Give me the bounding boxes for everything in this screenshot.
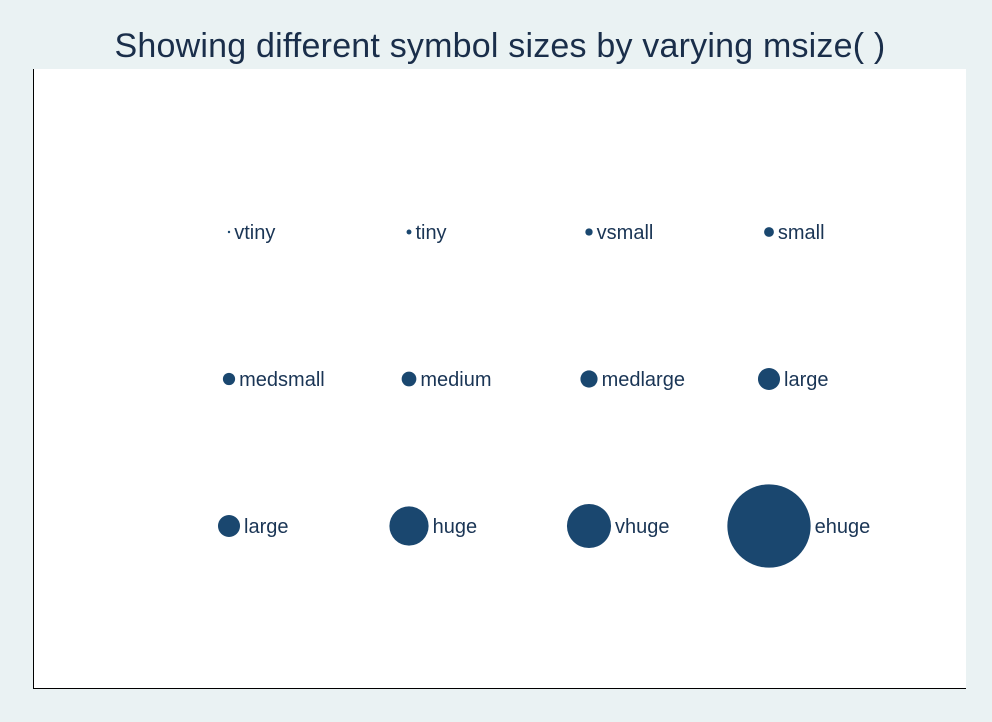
marker-medlarge-6: [580, 370, 598, 388]
marker-label-medlarge-6: medlarge: [602, 369, 685, 391]
marker-label-vhuge-10: vhuge: [615, 516, 670, 538]
marker-label-huge-9: huge: [433, 516, 478, 538]
plot-area: [33, 69, 966, 689]
marker-small-3: [764, 227, 774, 237]
marker-medsmall-4: [222, 372, 236, 386]
marker-labels-group: vtiny tiny vsmall small medsmall medium medlar…: [234, 222, 870, 538]
marker-large-7: [757, 367, 781, 391]
marker-label-vsmall-2: vsmall: [597, 222, 654, 244]
marker-label-vtiny-0: vtiny: [234, 222, 275, 244]
marker-label-ehuge-11: ehuge: [815, 516, 871, 538]
marker-large-8: [217, 514, 241, 538]
chart-title: Showing different symbol sizes by varyin…: [114, 27, 886, 65]
marker-label-tiny-1: tiny: [415, 222, 446, 244]
marker-label-large-8: large: [244, 516, 288, 538]
marker-tiny-1: [406, 229, 412, 235]
marker-label-medsmall-4: medsmall: [239, 369, 325, 391]
markers-group: [217, 227, 811, 568]
marker-label-large-7: large: [784, 369, 828, 391]
marker-vsmall-2: [585, 228, 593, 236]
axes: [33, 69, 966, 689]
marker-vhuge-10: [566, 503, 612, 549]
marker-label-medium-5: medium: [420, 369, 491, 391]
marker-ehuge-11: [727, 484, 811, 568]
marker-vtiny-0: [227, 230, 231, 234]
marker-label-small-3: small: [778, 222, 825, 244]
marker-medium-5: [401, 371, 417, 387]
marker-huge-9: [389, 506, 429, 546]
